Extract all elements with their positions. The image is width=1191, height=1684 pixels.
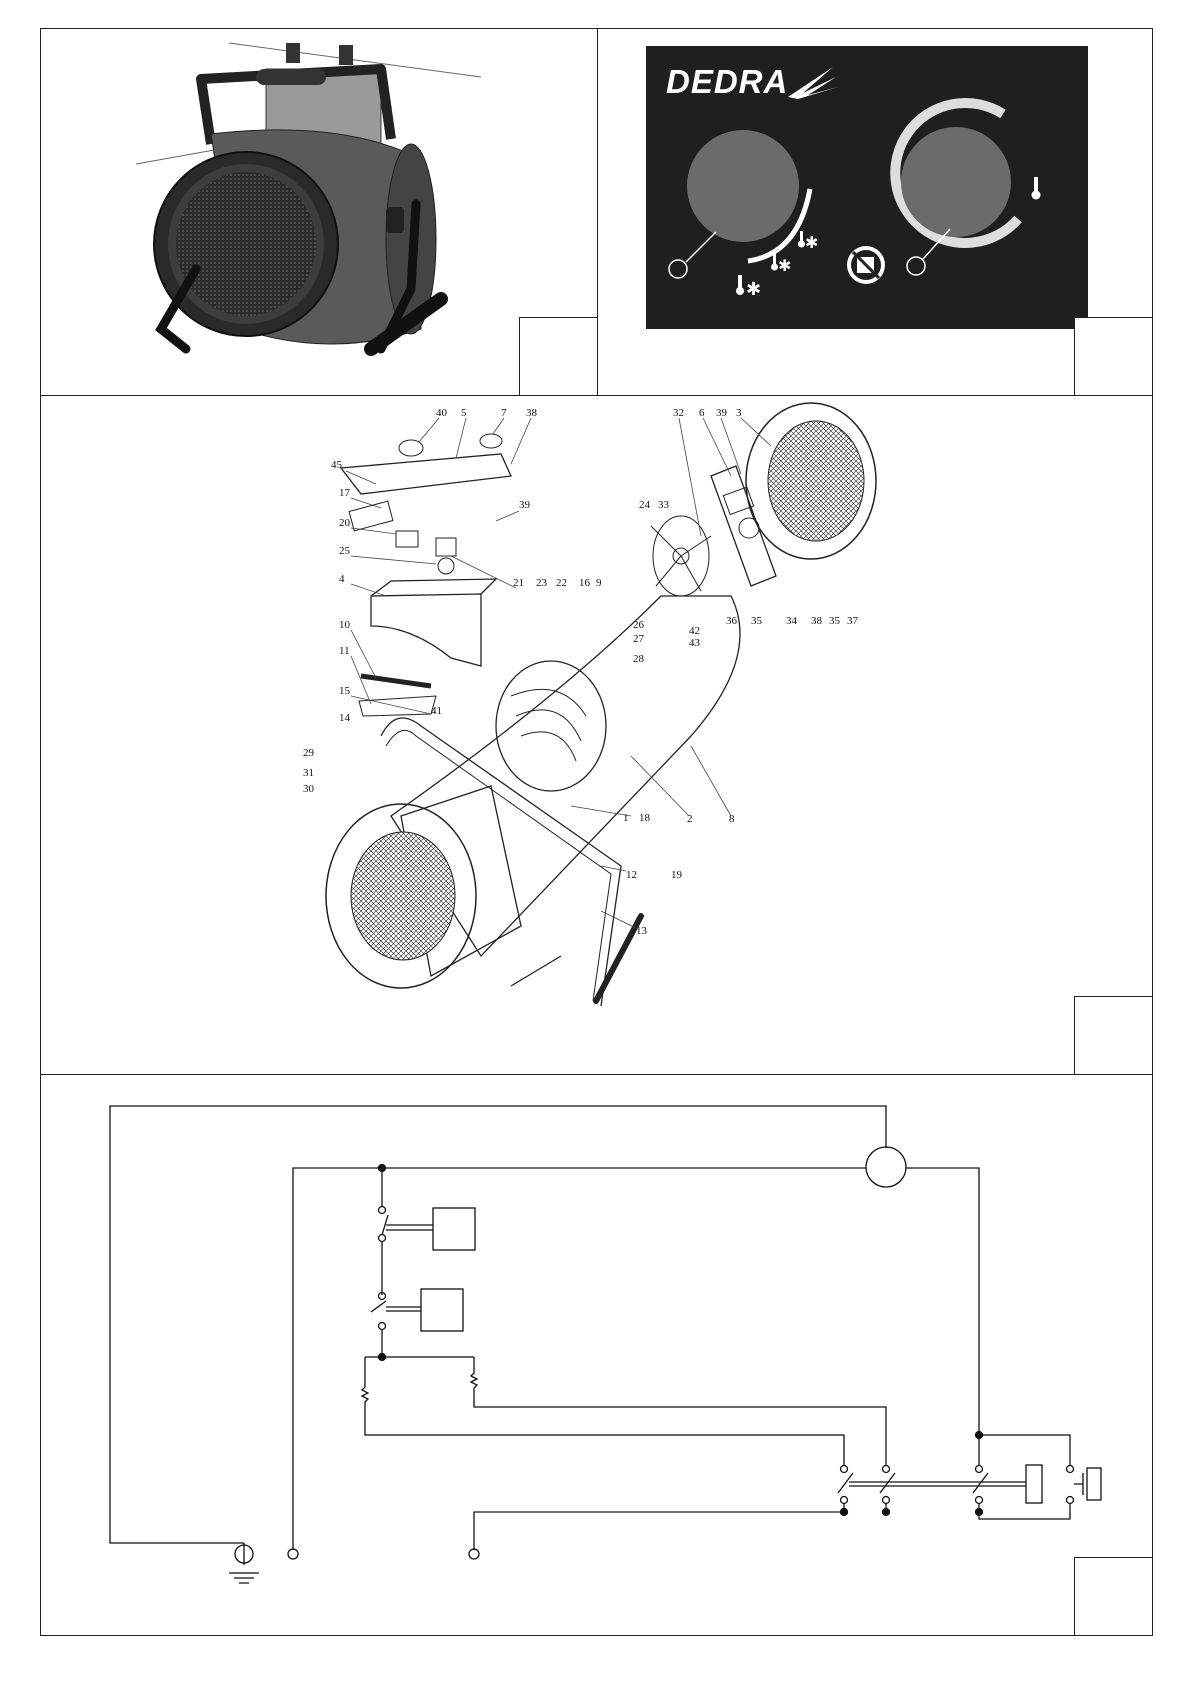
part-label: 34 (786, 615, 798, 627)
safety-switch-box (421, 1289, 463, 1331)
svg-text:✱: ✱ (805, 233, 818, 252)
thermostat-knob (901, 127, 1011, 237)
control-panel-panel: DEDRA ✱ ✱ ✱ (597, 28, 1153, 396)
motor-bracket (711, 466, 776, 586)
knob-part (399, 440, 423, 456)
line-terminal (288, 1549, 298, 1559)
part-label: 9 (596, 577, 602, 589)
part-label: 11 (339, 645, 350, 657)
power-mode-knob (687, 130, 799, 242)
part-label: 32 (673, 407, 684, 419)
svg-text:✱: ✱ (746, 279, 761, 300)
thermometer-icon (1032, 177, 1041, 200)
part-label: 4 (339, 573, 345, 585)
part-label: 19 (671, 869, 683, 881)
main-switch-knob (1026, 1465, 1042, 1503)
no-cover-icon (847, 246, 885, 284)
part-label: 13 (636, 925, 648, 937)
exploded-view-panel: 40 5 7 38 45 17 39 20 25 21 4 10 11 15 4… (40, 395, 1153, 1075)
figure-number-box (1074, 996, 1152, 1074)
part-label: 15 (339, 685, 351, 697)
thermostat-box (433, 1208, 475, 1250)
part-label: 41 (431, 705, 442, 717)
part-label: 31 (303, 767, 314, 779)
part-label: 18 (639, 812, 651, 824)
part-label: 5 (461, 407, 467, 419)
figure-number-box (519, 317, 597, 395)
part-label: 26 (633, 619, 645, 631)
part-label: 3 (736, 407, 742, 419)
fan-blades (651, 516, 711, 596)
neutral-terminal (469, 1549, 479, 1559)
part-label: 30 (303, 783, 315, 795)
part-label: 24 (639, 499, 651, 511)
part-label: 40 (436, 407, 448, 419)
thermostat-link (386, 1225, 433, 1230)
part-label: 20 (339, 517, 351, 529)
heater-photo-panel (40, 28, 598, 396)
part-label: 43 (689, 637, 701, 649)
thermometer-fan-icon-high: ✱ (771, 254, 791, 275)
part-label: 1 (623, 812, 629, 824)
thermometer-fan-icon-low: ✱ (736, 275, 761, 300)
part-label: 35 (751, 615, 763, 627)
part-label: 14 (339, 712, 351, 724)
part-label: 27 (633, 633, 645, 645)
fan-icon: ✱ (798, 231, 818, 252)
part-label: 28 (633, 653, 645, 665)
top-plate (341, 454, 511, 494)
part-label: 45 (331, 459, 343, 471)
svg-text:✱: ✱ (778, 256, 791, 275)
part-label: 12 (626, 869, 637, 881)
part-label: 10 (339, 619, 351, 631)
part-label: 25 (339, 545, 351, 557)
part-label: 39 (716, 407, 728, 419)
fan-motor-symbol (866, 1147, 906, 1187)
part-label: 16 (579, 577, 591, 589)
inner-box (371, 594, 481, 666)
part-label: 37 (847, 615, 859, 627)
part-label: 39 (519, 499, 531, 511)
part-label: 22 (556, 577, 567, 589)
figure-number-box (1074, 317, 1152, 395)
part-label: 29 (303, 747, 315, 759)
knob-part (480, 434, 502, 448)
reset-button (1087, 1468, 1101, 1500)
wiring-diagram-panel (40, 1074, 1153, 1636)
part-label: 38 (811, 615, 823, 627)
ground-terminal-icon (229, 1543, 259, 1583)
part-label: 35 (829, 615, 841, 627)
part-label: 33 (658, 499, 670, 511)
part-label: 38 (526, 407, 538, 419)
part-label: 7 (501, 407, 507, 419)
wiring-schematic (41, 1075, 1154, 1637)
heater-illustration (41, 29, 599, 397)
part-label: 6 (699, 407, 705, 419)
front-grill (351, 832, 455, 960)
part-label: 42 (689, 625, 700, 637)
rear-grill (768, 421, 864, 541)
part-label: 23 (536, 577, 548, 589)
exploded-view-diagram: 40 5 7 38 45 17 39 20 25 21 4 10 11 15 4… (41, 396, 1154, 1076)
logo-swoosh-icon (788, 67, 838, 99)
control-panel-graphics: ✱ ✱ ✱ (598, 29, 1154, 397)
part-label: 36 (726, 615, 738, 627)
figure-number-box (1074, 1557, 1152, 1635)
part-label: 17 (339, 487, 351, 499)
